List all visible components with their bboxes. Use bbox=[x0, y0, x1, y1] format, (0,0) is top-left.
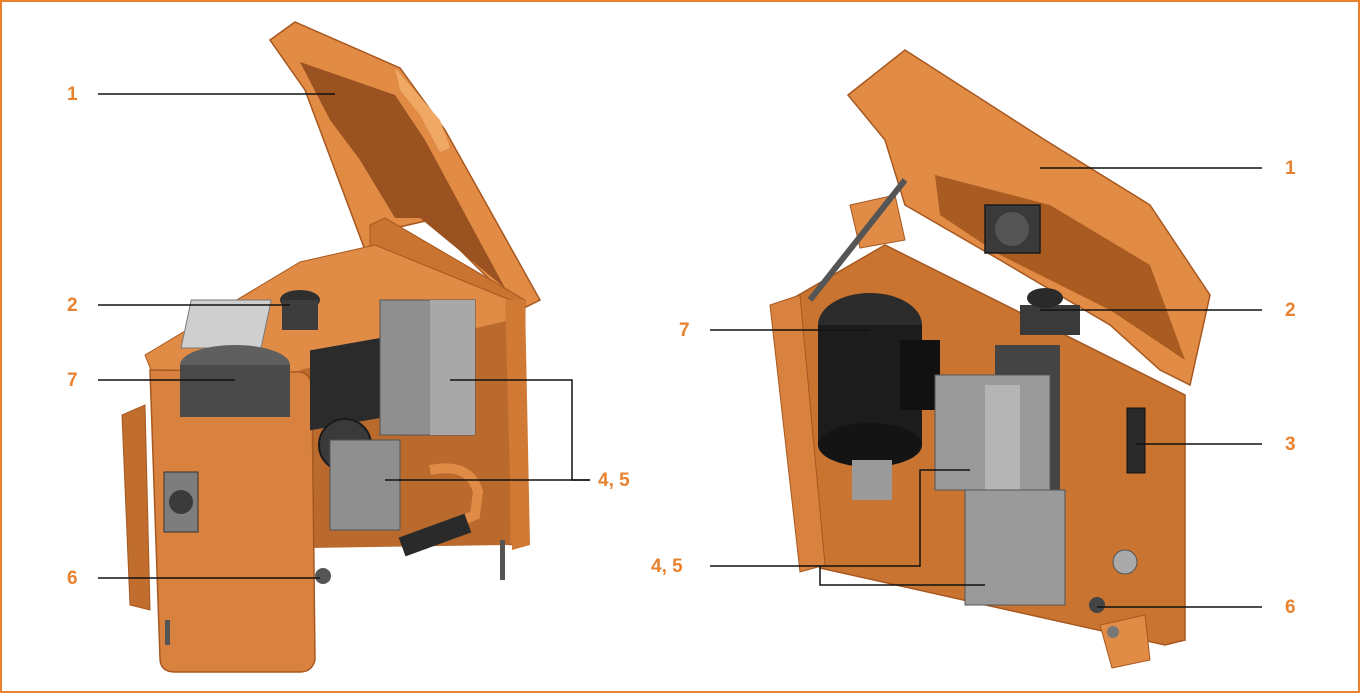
right-drain-plug bbox=[1089, 597, 1105, 613]
left-hose-coupling bbox=[398, 513, 472, 557]
right-side-wall bbox=[769, 294, 826, 573]
left-valve-block-lower bbox=[329, 439, 401, 531]
left-right-wall bbox=[505, 300, 530, 550]
right-callout-6: 6 bbox=[1285, 597, 1296, 618]
right-sight-glass bbox=[1126, 407, 1146, 474]
right-leader-lines bbox=[710, 167, 1262, 608]
left-callout-7: 7 bbox=[67, 370, 78, 391]
right-callout-7: 7 bbox=[679, 320, 690, 341]
right-motor-bottom bbox=[818, 423, 922, 467]
right-lid-fan-blade bbox=[995, 212, 1029, 246]
left-leader-lines bbox=[98, 93, 590, 579]
right-port-fitting bbox=[1112, 549, 1138, 575]
right-callout-2: 2 bbox=[1285, 300, 1296, 321]
right-filler-cap bbox=[1027, 288, 1063, 308]
left-fan-frame bbox=[310, 337, 385, 431]
right-unit-illustration bbox=[769, 49, 1211, 669]
left-unit-illustration bbox=[121, 21, 542, 673]
left-hose bbox=[418, 463, 484, 543]
right-valve-block-lower bbox=[964, 489, 1066, 606]
right-foot-bolt bbox=[1107, 626, 1119, 638]
left-callout-6: 6 bbox=[67, 568, 78, 589]
left-motor-body bbox=[180, 365, 290, 417]
left-front-panel bbox=[149, 369, 316, 673]
left-callout-2: 2 bbox=[67, 295, 78, 316]
right-valve-block-upper-face bbox=[985, 385, 1020, 490]
left-side-flange bbox=[121, 404, 151, 611]
right-leader-45a bbox=[710, 469, 970, 567]
left-callout-1: 1 bbox=[67, 84, 78, 105]
left-view-window-glass bbox=[169, 490, 193, 514]
right-motor-coupling bbox=[852, 460, 892, 500]
right-leader-45b bbox=[819, 566, 985, 586]
left-foot-bolt-1 bbox=[165, 620, 170, 645]
left-lid-inner-panel bbox=[300, 62, 505, 288]
left-callout-4-5: 4, 5 bbox=[598, 470, 630, 491]
left-foot-bolt-2 bbox=[500, 540, 505, 580]
right-gas-strut bbox=[807, 178, 908, 302]
right-callout-4-5: 4, 5 bbox=[651, 556, 683, 577]
left-lid-rim bbox=[395, 68, 450, 152]
right-callout-3: 3 bbox=[1285, 434, 1296, 455]
left-valve-block-upper-face bbox=[430, 300, 475, 435]
right-motor-terminal-box bbox=[900, 340, 940, 410]
left-drain-plug bbox=[315, 568, 331, 584]
right-callout-1: 1 bbox=[1285, 158, 1296, 179]
left-filler-plate bbox=[180, 299, 272, 349]
